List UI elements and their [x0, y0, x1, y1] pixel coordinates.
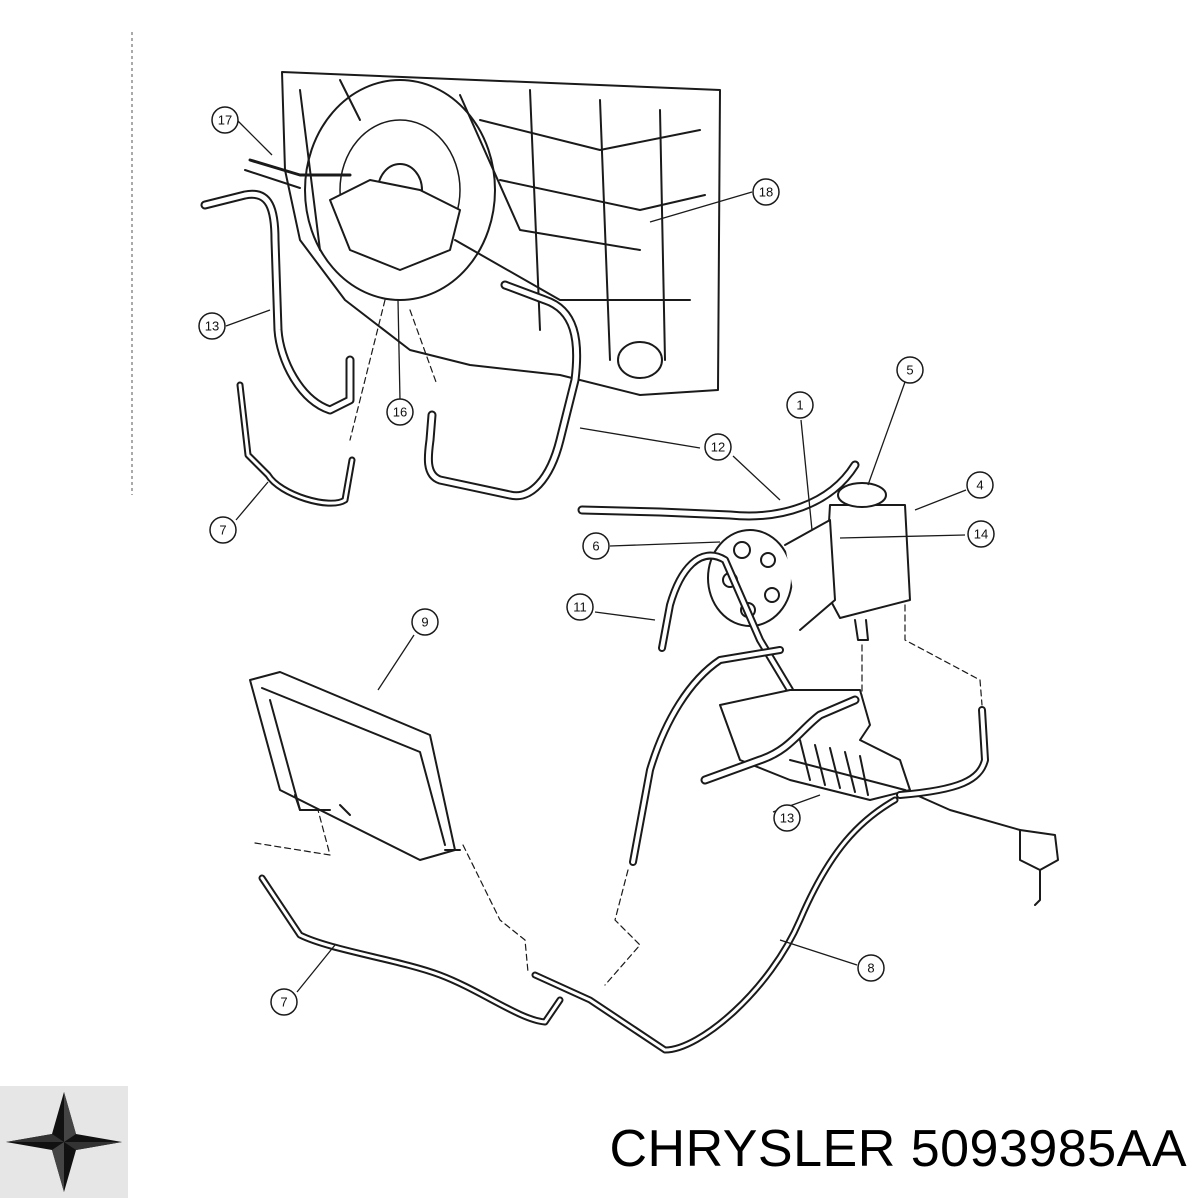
callout-13-bottom: 13	[773, 804, 801, 832]
svg-text:7: 7	[219, 523, 226, 538]
svg-text:13: 13	[205, 319, 219, 334]
callout-4: 4	[966, 471, 994, 499]
callouts: 17 18 13 16 12 7 1 5 4 6 14 11 9 13 8 7	[198, 106, 995, 1016]
callout-6: 6	[582, 532, 610, 560]
callout-17: 17	[211, 106, 239, 134]
pentastar-logo-icon	[0, 1086, 128, 1198]
callout-5: 5	[896, 356, 924, 384]
callout-8: 8	[857, 954, 885, 982]
leader-lines	[225, 120, 967, 993]
svg-text:4: 4	[976, 478, 983, 493]
svg-text:18: 18	[759, 185, 773, 200]
svg-text:16: 16	[393, 405, 407, 420]
callout-9: 9	[411, 608, 439, 636]
svg-text:8: 8	[867, 961, 874, 976]
callout-7-bottom: 7	[270, 988, 298, 1016]
callout-11: 11	[566, 593, 594, 621]
svg-text:9: 9	[421, 615, 428, 630]
callout-12: 12	[704, 433, 732, 461]
svg-text:17: 17	[218, 113, 232, 128]
brand-part-number: CHRYSLER 5093985AA	[609, 1120, 1187, 1178]
svg-text:13: 13	[780, 811, 794, 826]
callout-7: 7	[209, 516, 237, 544]
callout-13: 13	[198, 312, 226, 340]
svg-text:7: 7	[280, 995, 287, 1010]
callout-1: 1	[786, 391, 814, 419]
callout-18: 18	[752, 178, 780, 206]
radiator-fan-assembly	[200, 71, 721, 507]
callout-16: 16	[386, 398, 414, 426]
svg-text:5: 5	[906, 363, 913, 378]
svg-text:1: 1	[796, 398, 803, 413]
svg-text:14: 14	[974, 527, 988, 542]
svg-text:11: 11	[573, 600, 587, 615]
pump-reservoir-assembly	[577, 460, 983, 721]
callout-14: 14	[967, 520, 995, 548]
svg-text:6: 6	[592, 539, 599, 554]
svg-text:12: 12	[711, 440, 725, 455]
cooler-steering-gear-assembly	[249, 646, 1059, 1054]
